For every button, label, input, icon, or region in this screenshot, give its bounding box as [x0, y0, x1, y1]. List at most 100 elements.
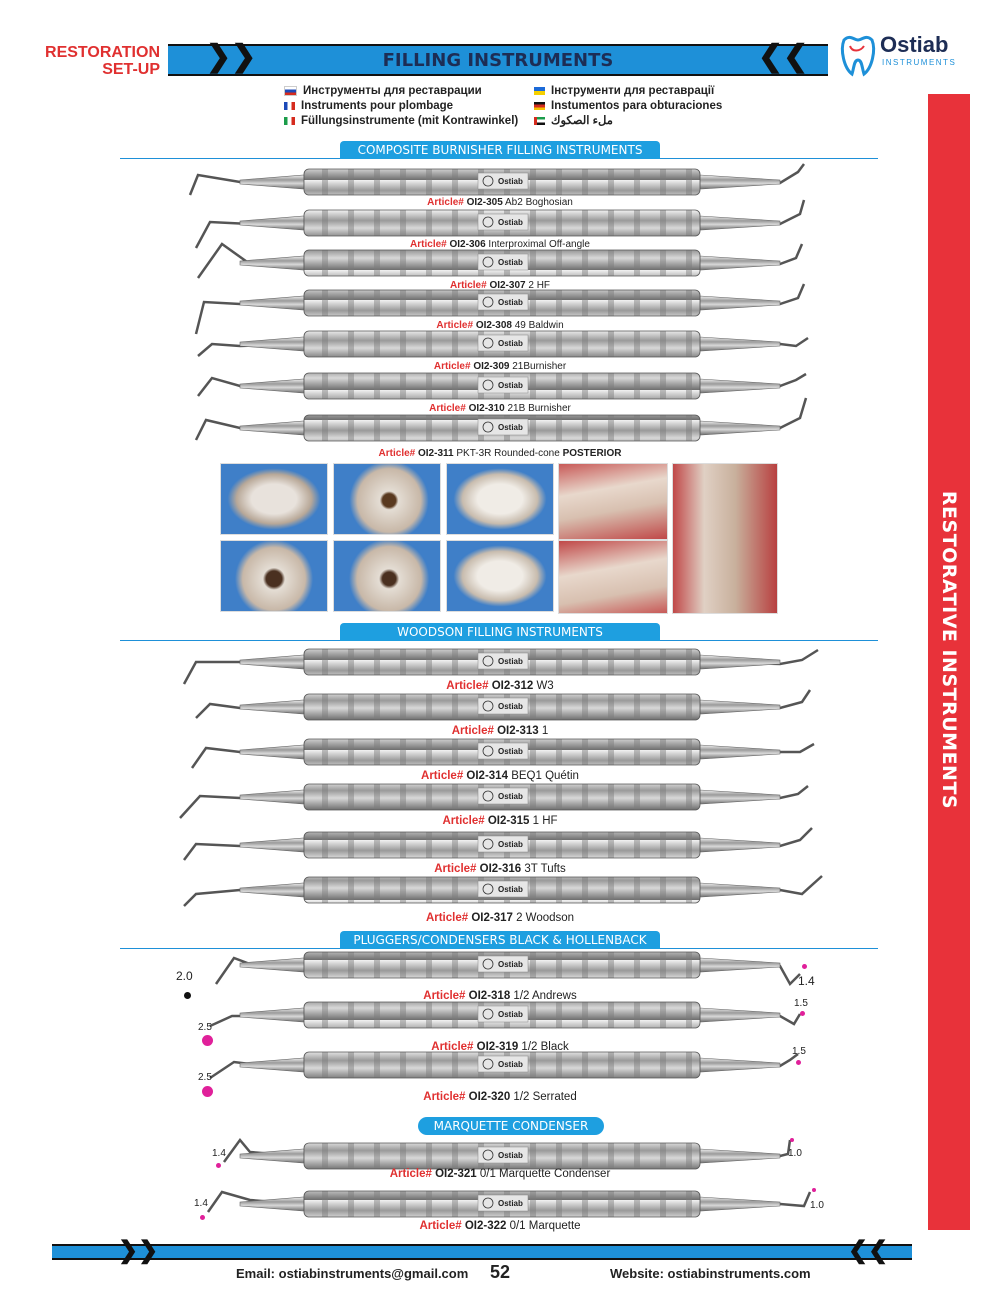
tip-size-label: 1.0 — [810, 1200, 824, 1211]
language-list-right: Інструменти для реставрації Instumentos … — [534, 84, 722, 129]
article-name: BEQ1 Quétin — [511, 770, 579, 782]
article-code: OI2-313 — [497, 725, 539, 737]
article-name: Ab2 Boghosian — [505, 197, 573, 208]
article-name: 1/2 Serrated — [513, 1091, 577, 1103]
footer-website[interactable]: Website: ostiabinstruments.com — [610, 1266, 811, 1281]
tip-size-dot — [202, 1035, 213, 1046]
chevron-right-icon: ❯❯ — [118, 1237, 159, 1264]
section-pluggers: PLUGGERS/CONDENSERS BLACK & HOLLENBACK — [340, 931, 660, 949]
handle-logo-icon — [482, 421, 494, 433]
language-list-left: Инструменты для реставрации Instruments … — [284, 84, 518, 129]
article-code: OI2-315 — [487, 815, 530, 827]
chevron-right-icon: ❯❯ — [206, 40, 257, 73]
handle-brand: Ostiab — [498, 885, 523, 894]
article-label: Article# — [436, 320, 474, 331]
instrument-caption: Article# OI2-306 Interproximal Off-angle — [0, 239, 1000, 250]
instrument-caption: Article# OI2-316 3T Tufts — [0, 863, 1000, 875]
header-bar — [168, 44, 828, 76]
handle-brand: Ostiab — [498, 1060, 523, 1069]
article-name: 21Burnisher — [512, 361, 567, 372]
article-name: 2 Woodson — [516, 912, 575, 924]
tip-size-label: 2.5 — [198, 1072, 212, 1083]
article-code: OI2-314 — [466, 770, 508, 782]
handle-brand: Ostiab — [498, 423, 523, 432]
article-label: Article# — [423, 1091, 466, 1103]
photo-tooth — [220, 463, 328, 535]
flag-de-icon — [534, 101, 545, 110]
article-name: 1/2 Andrews — [513, 990, 577, 1002]
instrument-caption: Article# OI2-305 Ab2 Boghosian — [0, 197, 1000, 208]
section-label: RESTORATION SET-UP — [45, 44, 160, 78]
article-label: Article# — [419, 1220, 462, 1232]
tip-size-label: 1.4 — [798, 974, 815, 988]
photo-tooth — [446, 540, 554, 612]
instrument-caption: Article# OI2-312 W3 — [0, 680, 1000, 692]
handle-logo-icon — [482, 1149, 494, 1161]
article-name: Interproximal Off-angle — [488, 239, 590, 250]
handle-logo-icon — [482, 700, 494, 712]
photo-tooth — [220, 540, 328, 612]
photo-mouth — [672, 463, 778, 614]
handle-brand: Ostiab — [498, 1199, 523, 1208]
handle-brand: Ostiab — [498, 218, 523, 227]
article-code: OI2-322 — [464, 1220, 507, 1232]
article-label: Article# — [431, 1041, 474, 1053]
handle-brand: Ostiab — [498, 258, 523, 267]
article-code: OI2-312 — [491, 680, 534, 692]
instrument-caption: Article# OI2-322 0/1 Marquette — [0, 1220, 1000, 1232]
article-code: OI2-311 — [418, 448, 454, 459]
chevron-left-icon: ❮❮ — [848, 1237, 889, 1264]
page-title: FILLING INSTRUMENTS — [382, 50, 614, 71]
section-composite: COMPOSITE BURNISHER FILLING INSTRUMENTS — [340, 141, 660, 159]
article-name: 1/2 Black — [521, 1041, 569, 1053]
article-code: OI2-317 — [471, 912, 513, 924]
article-name: 49 Baldwin — [514, 320, 564, 331]
article-label: Article# — [449, 280, 487, 291]
chevron-left-icon: ❮❮ — [758, 40, 809, 73]
handle-logo-icon — [482, 1008, 494, 1020]
article-name: 3T Tufts — [524, 863, 566, 875]
handle-brand: Ostiab — [498, 177, 523, 186]
tip-size-dot — [184, 992, 191, 999]
handle-brand: Ostiab — [498, 657, 523, 666]
tip-size-label: 1.5 — [792, 1046, 806, 1057]
handle-brand: Ostiab — [498, 702, 523, 711]
article-name: W3 — [536, 680, 554, 692]
article-label: Article# — [421, 770, 464, 782]
article-name: 2 HF — [528, 280, 551, 291]
handle-logo-icon — [482, 883, 494, 895]
handle-logo-icon — [482, 790, 494, 802]
flag-fr-icon — [284, 101, 295, 110]
article-code: OI2-308 — [475, 320, 512, 331]
article-code: OI2-318 — [468, 990, 511, 1002]
category-sidebar — [928, 94, 970, 1230]
tip-size-dot — [800, 1011, 805, 1016]
category-label: RESTORATIVE INSTRUMENTS — [938, 490, 960, 810]
tip-size-dot — [802, 964, 807, 969]
tip-size-label: 2.0 — [176, 969, 193, 983]
article-label: Article# — [433, 361, 471, 372]
flag-ru-icon — [284, 85, 297, 96]
handle-brand: Ostiab — [498, 381, 523, 390]
article-label: Article# — [389, 1168, 432, 1180]
tip-size-dot — [790, 1138, 794, 1142]
article-code: OI2-319 — [476, 1041, 519, 1053]
handle-logo-icon — [482, 958, 494, 970]
photo-mouth — [558, 540, 668, 614]
article-label: Article# — [434, 863, 477, 875]
logo-name: Ostiab — [880, 32, 949, 57]
handle-logo-icon — [482, 216, 494, 228]
article-name: 1 HF — [532, 815, 558, 827]
handle-brand: Ostiab — [498, 1010, 523, 1019]
instrument-caption: Article# OI2-311 PKT-3R Rounded-cone POS… — [0, 448, 1000, 459]
footer-email[interactable]: Email: ostiabinstruments@gmail.com — [236, 1266, 469, 1281]
tip-size-label: 1.0 — [788, 1148, 802, 1159]
flag-it-icon — [284, 116, 295, 125]
handle-logo-icon — [482, 256, 494, 268]
photo-mouth — [558, 463, 668, 540]
article-label: Article# — [427, 197, 464, 208]
handle-brand: Ostiab — [498, 298, 523, 307]
tip-size-dot — [202, 1086, 213, 1097]
handle-logo-icon — [482, 745, 494, 757]
article-name: 21B Burnisher — [507, 403, 571, 414]
